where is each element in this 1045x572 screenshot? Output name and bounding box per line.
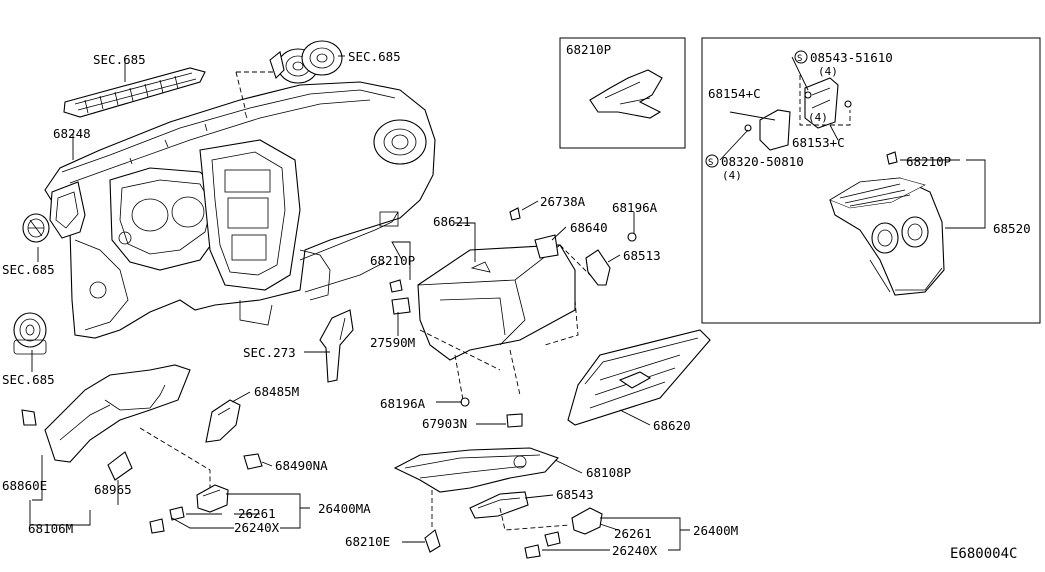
connector-68490na xyxy=(243,453,263,470)
defroster-grille xyxy=(63,67,206,118)
label-26738a: 26738A xyxy=(540,194,586,209)
center-vents xyxy=(235,40,343,109)
glove-box-assembly xyxy=(417,244,591,401)
inset-labels: 68210P S 08543-51610 (4) 68154+C (4) 681… xyxy=(566,42,1031,236)
inset-panel-box xyxy=(701,37,1041,324)
label-sec685-top-right: SEC.685 xyxy=(348,49,401,64)
diagram-id: E680004C xyxy=(950,546,1017,562)
label-68154c: 68154+C xyxy=(708,86,761,101)
label-68196a-top: 68196A xyxy=(612,200,658,215)
lower-bracket-68108p xyxy=(393,447,559,493)
screw-symbol-top-letter: S xyxy=(797,54,802,64)
label-27590m: 27590M xyxy=(370,335,415,350)
label-67903n: 67903N xyxy=(422,416,467,431)
label-68153c: 68153+C xyxy=(792,135,845,150)
screw-symbol-top xyxy=(794,50,808,64)
sec273-duct xyxy=(319,309,354,383)
inset-clip-box xyxy=(559,37,686,149)
glove-box-small-parts xyxy=(389,207,637,428)
label-inset-68210p-clip: 68210P xyxy=(906,154,951,169)
bracket-68543 xyxy=(469,491,529,519)
label-08543-51610: 08543-51610 xyxy=(810,50,893,65)
label-68620: 68620 xyxy=(653,418,691,433)
leader-lines xyxy=(29,55,986,551)
label-mid-qty: (4) xyxy=(808,111,828,124)
label-68965: 68965 xyxy=(94,482,132,497)
label-inset-68210p: 68210P xyxy=(566,42,611,57)
callout-labels: SEC.685 SEC.685 68248 SEC.685 SEC.685 26… xyxy=(2,49,738,558)
label-08543-qty: (4) xyxy=(818,65,838,78)
label-26400m: 26400M xyxy=(693,523,738,538)
label-68621: 68621 xyxy=(433,214,471,229)
knee-cover xyxy=(21,364,191,463)
bracket-68485m xyxy=(205,399,241,443)
label-68860e: 68860E xyxy=(2,478,47,493)
glove-box-lid xyxy=(567,329,711,426)
label-26400ma: 26400MA xyxy=(318,501,371,516)
lamp-left xyxy=(139,427,229,534)
side-vent-upper xyxy=(22,213,50,243)
label-sec685-top-left: SEC.685 xyxy=(93,52,146,67)
label-26261-right: 26261 xyxy=(614,526,652,541)
label-26261-left: 26261 xyxy=(238,506,276,521)
side-vent-lower xyxy=(13,312,47,355)
label-68520: 68520 xyxy=(993,221,1031,236)
lamp-right xyxy=(499,507,603,559)
label-68108p: 68108P xyxy=(586,465,631,480)
label-68485m: 68485M xyxy=(254,384,299,399)
screw-symbol-bottom xyxy=(705,154,719,168)
label-08320-qty: (4) xyxy=(722,169,742,182)
label-68543: 68543 xyxy=(556,487,594,502)
label-08320-50810: 08320-50810 xyxy=(721,154,804,169)
screw-symbol-bottom-letter: S xyxy=(708,158,713,168)
label-68640: 68640 xyxy=(570,220,608,235)
label-68513: 68513 xyxy=(623,248,661,263)
plate-68965 xyxy=(107,451,133,481)
label-68106m: 68106M xyxy=(28,521,73,536)
instrument-panel-assembly xyxy=(44,81,436,339)
label-26240x-right: 26240X xyxy=(612,543,658,558)
label-68210e: 68210E xyxy=(345,534,390,549)
label-68210p-mid: 68210P xyxy=(370,253,415,268)
label-68490na: 68490NA xyxy=(275,458,328,473)
clip-68210e xyxy=(424,490,441,553)
label-sec685-left-lower: SEC.685 xyxy=(2,372,55,387)
label-26240x-left: 26240X xyxy=(234,520,280,535)
label-sec273: SEC.273 xyxy=(243,345,296,360)
label-68196a-bottom: 68196A xyxy=(380,396,426,411)
label-sec685-left-upper: SEC.685 xyxy=(2,262,55,277)
label-68248: 68248 xyxy=(53,126,91,141)
